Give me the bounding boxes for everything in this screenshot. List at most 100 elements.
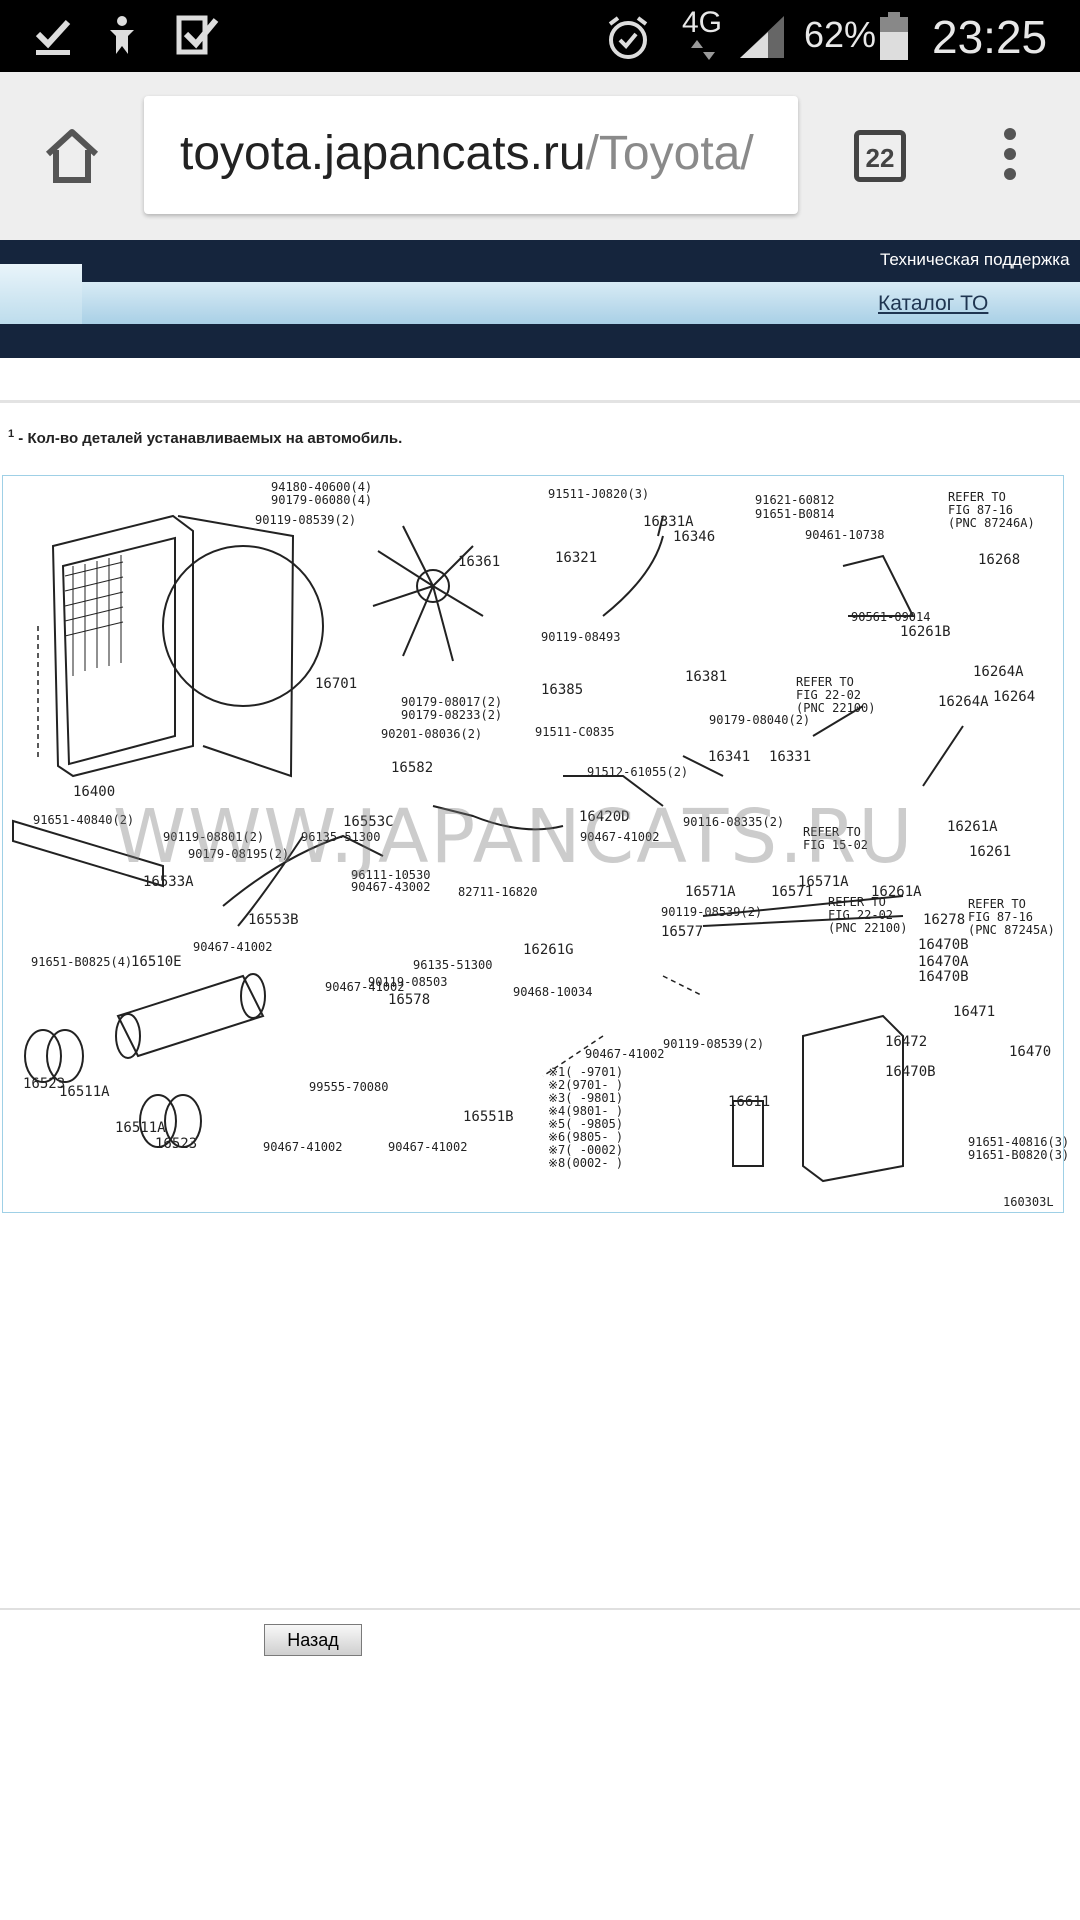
part-number-label[interactable]: 16551B <box>463 1109 514 1125</box>
tab-switcher-button[interactable]: 22 <box>854 130 906 182</box>
part-number-label[interactable]: 90119-08801(2) <box>163 830 264 844</box>
part-number-label[interactable]: 90179-08233(2) <box>401 708 502 722</box>
part-number-label[interactable]: 16470B <box>918 937 969 953</box>
part-number-label[interactable]: 16533A <box>143 874 194 890</box>
site-header-bottom <box>0 324 1080 358</box>
part-number-label[interactable]: 90119-08539(2) <box>663 1037 764 1051</box>
part-number-label[interactable]: 16261B <box>900 624 951 640</box>
part-number-label[interactable]: 16341 <box>708 749 750 765</box>
part-number-label[interactable]: 16511A <box>115 1120 166 1136</box>
part-number-label[interactable]: 16523 <box>23 1076 65 1092</box>
part-number-label[interactable]: 90467-41002 <box>193 940 272 954</box>
part-number-label[interactable]: 90468-10034 <box>513 985 592 999</box>
part-number-label[interactable]: 16701 <box>315 676 357 692</box>
part-number-label[interactable]: 96135-51300 <box>301 830 380 844</box>
part-number-label[interactable]: 91651-B0820(3) <box>968 1148 1069 1162</box>
back-button[interactable]: Назад <box>264 1624 362 1656</box>
part-number-label[interactable]: 91651-40816(3) <box>968 1135 1069 1149</box>
part-number-label[interactable]: 16471 <box>953 1004 995 1020</box>
part-number-label[interactable]: 16264 <box>993 689 1035 705</box>
part-number-label[interactable]: 91651-B0825(4) <box>31 955 132 969</box>
part-number-label[interactable]: 90179-08195(2) <box>188 847 289 861</box>
part-number-label[interactable]: 90119-08493 <box>541 630 620 644</box>
part-number-label[interactable]: 16523 <box>155 1136 197 1152</box>
part-number-label[interactable]: 16571 <box>771 884 813 900</box>
part-number-label[interactable]: 16264A <box>938 694 989 710</box>
part-number-label[interactable]: 16346 <box>673 529 715 545</box>
part-number-label[interactable]: 16264A <box>973 664 1024 680</box>
part-number-label[interactable]: 90179-08017(2) <box>401 695 502 709</box>
part-number-label[interactable]: 96135-51300 <box>413 958 492 972</box>
part-number-label[interactable]: 16385 <box>541 682 583 698</box>
part-number-label[interactable]: 91512-61055(2) <box>587 765 688 779</box>
part-number-label[interactable]: 16553C <box>343 814 394 830</box>
part-number-label[interactable]: 90119-08539(2) <box>661 905 762 919</box>
part-number-label[interactable]: 16261G <box>523 942 574 958</box>
part-number-label[interactable]: 90179-08040(2) <box>709 713 810 727</box>
url-path: /Toyota/ <box>585 127 754 180</box>
diagram-code: 160303L <box>1003 1195 1054 1209</box>
catalog-link[interactable]: Каталог ТО <box>878 292 989 315</box>
part-number-label[interactable]: 16470B <box>885 1064 936 1080</box>
part-number-label[interactable]: 91511-J0820(3) <box>548 487 649 501</box>
part-number-label[interactable]: 99555-70080 <box>309 1080 388 1094</box>
part-number-label[interactable]: 90467-41002 <box>585 1047 664 1061</box>
part-number-label[interactable]: 16331A <box>643 514 694 530</box>
part-number-label[interactable]: 16470B <box>918 969 969 985</box>
part-number-label[interactable]: 90467-41002 <box>263 1140 342 1154</box>
alarm-icon <box>608 16 648 59</box>
part-number-label[interactable]: 16577 <box>661 924 703 940</box>
part-number-label[interactable]: 16400 <box>73 784 115 800</box>
home-icon[interactable] <box>40 124 104 188</box>
part-number-label[interactable]: 16321 <box>555 550 597 566</box>
part-number-label[interactable]: 90119-08539(2) <box>255 513 356 527</box>
part-number-label[interactable]: 16553B <box>248 912 299 928</box>
part-number-label[interactable]: 16381 <box>685 669 727 685</box>
address-bar[interactable]: toyota.japancats.ru/Toyota/ <box>144 96 798 214</box>
part-number-label[interactable]: 16510E <box>131 954 182 970</box>
part-number-label[interactable]: 16261A <box>871 884 922 900</box>
part-number-label[interactable]: 16472 <box>885 1034 927 1050</box>
part-number-label[interactable]: 91651-B0814 <box>755 507 834 521</box>
part-number-label[interactable]: 16268 <box>978 552 1020 568</box>
part-number-label[interactable]: 82711-16820 <box>458 885 537 899</box>
part-number-label[interactable]: 90467-41002 <box>325 980 404 994</box>
clock: 23:25 <box>932 11 1048 63</box>
part-number-label[interactable]: 16261A <box>947 819 998 835</box>
part-number-label[interactable]: 90467-43002 <box>351 880 430 894</box>
part-number-label[interactable]: 16511A <box>59 1084 110 1100</box>
overflow-menu-icon[interactable] <box>998 128 1022 188</box>
part-number-label[interactable]: 90561-09014 <box>851 610 930 624</box>
part-number-label[interactable]: 90116-08335(2) <box>683 815 784 829</box>
part-number-label[interactable]: 16361 <box>458 554 500 570</box>
part-number-label[interactable]: 91621-60812 <box>755 493 834 507</box>
part-number-label[interactable]: 90201-08036(2) <box>381 727 482 741</box>
part-number-label[interactable]: 16420D <box>579 809 630 825</box>
footnote-mark: 1 <box>8 428 15 440</box>
part-number-label[interactable]: 16611 <box>728 1094 770 1110</box>
parts-diagram[interactable]: 16400 16701 16361 16582 16553C 16533A 16553B 16… <box>2 475 1069 1213</box>
part-number-label[interactable]: 16582 <box>391 760 433 776</box>
part-number-label[interactable]: 16278 <box>923 912 965 928</box>
part-number-label[interactable]: 91511-C0835 <box>535 725 614 739</box>
part-number-label[interactable]: 96111-10530 <box>351 868 430 882</box>
part-number-label[interactable]: 16331 <box>769 749 811 765</box>
part-number-label[interactable]: 91651-40840(2) <box>33 813 134 827</box>
part-number-label[interactable]: 90467-41002 <box>388 1140 467 1154</box>
part-number-label[interactable]: 90119-08503 <box>368 975 447 989</box>
refer-note: FIG 87-16 <box>968 910 1033 924</box>
part-number-label[interactable]: 90461-10738 <box>805 528 884 542</box>
part-number-label[interactable]: 90467-41002 <box>580 830 659 844</box>
part-number-label[interactable]: 94180-40600(4) <box>271 480 372 494</box>
part-number-label[interactable]: 16571A <box>685 884 736 900</box>
legend-entry: ※6(9805- ) <box>548 1130 623 1144</box>
part-number-label[interactable]: 16470A <box>918 954 969 970</box>
part-number-label[interactable]: 90179-06080(4) <box>271 493 372 507</box>
support-link[interactable]: Техническая поддержка <box>880 250 1070 269</box>
site-header-top: Техническая поддержка <box>0 240 1080 282</box>
legend-entry: ※3( -9801) <box>548 1091 623 1105</box>
part-number-label[interactable]: 16578 <box>388 992 430 1008</box>
part-number-label[interactable]: 16470 <box>1009 1044 1051 1060</box>
part-number-label[interactable]: 16571A <box>798 874 849 890</box>
part-number-label[interactable]: 16261 <box>969 844 1011 860</box>
